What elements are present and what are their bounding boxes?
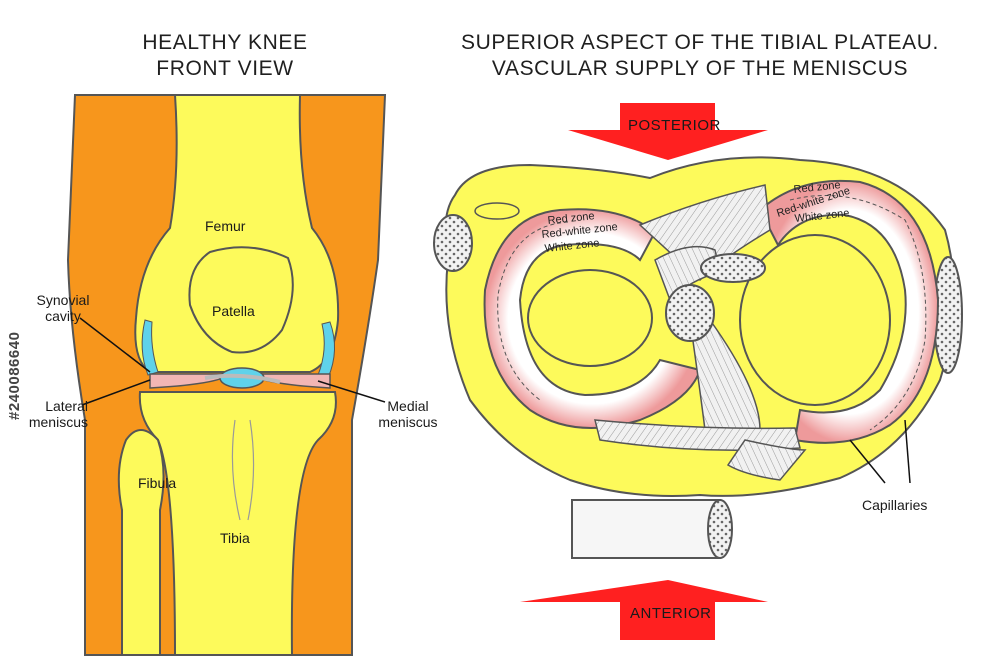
- medial-meniscus-leader: [317, 380, 386, 403]
- patella-label: Patella: [212, 303, 255, 319]
- synovial-leader: [79, 317, 151, 373]
- fibula-label: Fibula: [138, 475, 177, 491]
- knee-front-view: [66, 94, 387, 656]
- posterior-arrow: [568, 103, 768, 160]
- lateral-label-line1: Lateral: [45, 398, 88, 414]
- medial-white-zone-label: White zone: [794, 207, 850, 225]
- ligament-cut-left: [433, 214, 473, 272]
- right-title-line1: SUPERIOR ASPECT OF THE TIBIAL PLATEAU.: [461, 31, 939, 54]
- medial-red-white-boundary: [789, 195, 927, 431]
- patella-bone: [188, 246, 294, 354]
- capillaries-label: Capillaries: [862, 497, 928, 513]
- medial-label-line1: Medial: [387, 398, 429, 414]
- tibial-plateau-view: Red zone Red-white zone White zone Red z…: [433, 103, 963, 640]
- medial-meniscus-label: Medial meniscus: [368, 398, 448, 430]
- right-title-line2: VASCULAR SUPPLY OF THE MENISCUS: [491, 57, 909, 80]
- lateral-articular-surface: [527, 269, 653, 367]
- left-title-line1: HEALTHY KNEE: [142, 31, 308, 54]
- lateral-meniscus-leader: [81, 379, 151, 406]
- anterior-arrow: [520, 580, 768, 640]
- lateral-red-zone-label: Red zone: [547, 210, 595, 227]
- medial-meniscus-ring: [758, 179, 940, 444]
- left-title-line2: FRONT VIEW: [156, 57, 294, 80]
- anterior-horn-ligament: [726, 439, 807, 481]
- medial-label-line2: meniscus: [378, 414, 438, 430]
- cruciate-ligament: [204, 373, 281, 384]
- shaft-cut-surface: [707, 499, 733, 559]
- fibula-bone: [117, 429, 165, 656]
- tibia-label: Tibia: [220, 530, 250, 546]
- synovial-label-line2: cavity: [45, 308, 81, 324]
- lateral-meniscus-label: Lateral meniscus: [10, 398, 88, 430]
- synovial-label-line1: Synovial: [36, 292, 90, 308]
- lateral-meniscus-ring: [483, 208, 702, 429]
- left-title: HEALTHY KNEE FRONT VIEW: [120, 30, 330, 82]
- acl-attachment: [700, 253, 766, 283]
- synovial-fluid-left: [141, 319, 159, 376]
- capillaries-leader-1: [849, 439, 886, 484]
- plateau-bump: [474, 202, 520, 220]
- tibia-shaft-stump: [571, 499, 721, 559]
- stock-id-code: #240086640: [6, 331, 23, 420]
- tibia-line: [247, 419, 255, 521]
- capillaries-leader-2: [904, 419, 911, 484]
- lateral-white-zone-label: White zone: [544, 237, 600, 255]
- medial-articular-surface: [739, 234, 891, 406]
- synovial-cavity-label: Synovial cavity: [28, 292, 98, 324]
- medial-red-zone-label: Red zone: [793, 179, 841, 196]
- right-title: SUPERIOR ASPECT OF THE TIBIAL PLATEAU. V…: [440, 30, 960, 82]
- anterior-label: ANTERIOR: [630, 605, 712, 622]
- tibia-line: [231, 419, 241, 521]
- posterior-label: POSTERIOR: [628, 117, 721, 134]
- pcl-attachment: [665, 284, 715, 342]
- femur-label: Femur: [205, 218, 246, 234]
- lateral-label-line2: meniscus: [28, 414, 88, 430]
